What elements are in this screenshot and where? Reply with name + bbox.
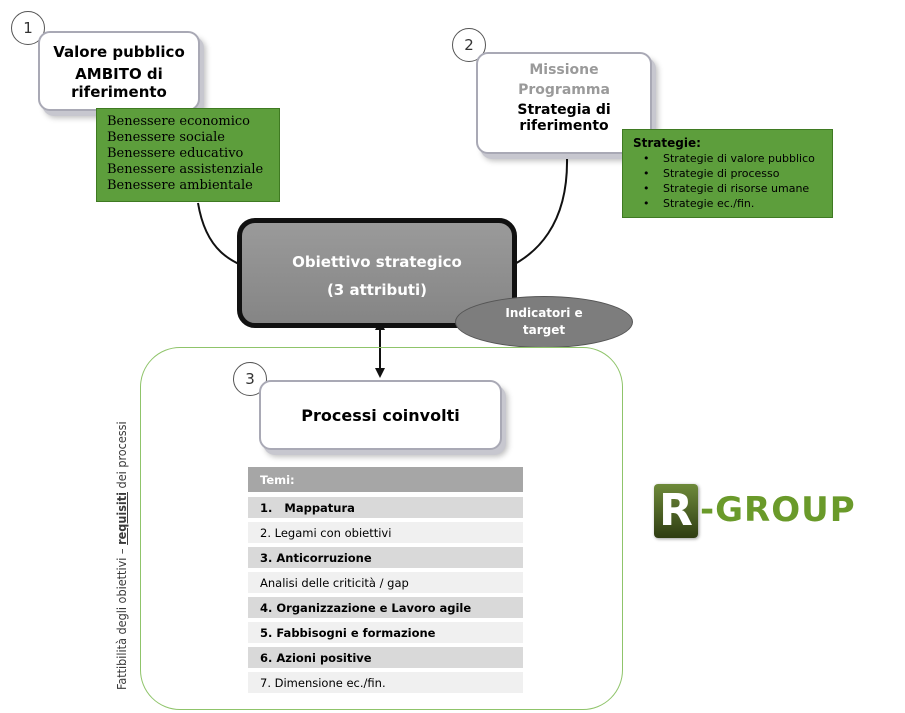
program-label: Programma bbox=[518, 82, 610, 98]
feasibility-label-after: dei processi bbox=[114, 421, 129, 493]
indicators-line1: Indicatori e bbox=[505, 306, 583, 320]
wellbeing-list-box: Benessere economico Benessere sociale Be… bbox=[96, 108, 280, 202]
processes-title: Processi coinvolti bbox=[301, 405, 460, 425]
table-row: 3. Anticorruzione bbox=[248, 547, 523, 570]
table-row: 4. Organizzazione e Lavoro agile bbox=[248, 597, 523, 620]
step-number-3: 3 bbox=[233, 362, 267, 396]
objective-line1: Obiettivo strategico bbox=[292, 253, 462, 271]
topic-label: Analisi delle criticità / gap bbox=[260, 575, 409, 590]
feasibility-label-emph: requisiti bbox=[114, 492, 129, 545]
table-row: 5. Fabbisogni e formazione bbox=[248, 622, 523, 645]
logo-text: -GROUP bbox=[700, 490, 856, 530]
topic-label: 4. Organizzazione e Lavoro agile bbox=[260, 600, 472, 615]
table-row: 2. Legami con obiettivi bbox=[248, 522, 523, 545]
strategy-item: Strategie di valore pubblico bbox=[643, 151, 826, 166]
indicators-line2: target bbox=[522, 323, 566, 337]
table-row: 7. Dimensione ec./fin. bbox=[248, 672, 523, 695]
mission-label: Missione bbox=[529, 62, 599, 78]
topic-label: 1. Mappatura bbox=[260, 500, 355, 515]
topic-label: 3. Anticorruzione bbox=[260, 550, 372, 565]
table-row: 6. Azioni positive bbox=[248, 647, 523, 670]
wellbeing-item: Benessere economico bbox=[107, 114, 250, 129]
topics-table: Temi: 1. Mappatura 2. Legami con obietti… bbox=[248, 467, 523, 698]
table-row: 1. Mappatura bbox=[248, 497, 523, 520]
strategies-box: Strategie: Strategie di valore pubblico … bbox=[622, 129, 833, 218]
r-group-logo: R -GROUP bbox=[650, 482, 880, 540]
strategy-title-line2: riferimento bbox=[519, 118, 609, 134]
feasibility-label-before: Fattibilità degli obiettivi – bbox=[114, 544, 129, 690]
topics-heading: Temi: bbox=[260, 472, 295, 487]
wellbeing-item: Benessere ambientale bbox=[107, 178, 253, 193]
processes-card: Processi coinvolti bbox=[259, 380, 502, 450]
topics-header: Temi: bbox=[248, 467, 523, 494]
topic-label: 2. Legami con obiettivi bbox=[260, 525, 392, 540]
step-number-2: 2 bbox=[452, 28, 486, 62]
strategy-title-line1: Strategia di bbox=[517, 102, 611, 118]
logo-r-badge: R bbox=[654, 484, 698, 538]
scope-label-line1: AMBITO di bbox=[75, 65, 163, 83]
process-feasibility-frame bbox=[140, 347, 623, 710]
topic-label: 7. Dimensione ec./fin. bbox=[260, 675, 386, 690]
topic-label: 5. Fabbisogni e formazione bbox=[260, 625, 436, 640]
objective-line2: (3 attributi) bbox=[326, 281, 428, 299]
wellbeing-item: Benessere sociale bbox=[107, 130, 225, 145]
table-row: Analisi delle criticità / gap bbox=[248, 572, 523, 595]
feasibility-vertical-label: Fattibilità degli obiettivi – requisiti … bbox=[114, 421, 129, 690]
public-value-card: Valore pubblico AMBITO di riferimento bbox=[38, 31, 200, 111]
wellbeing-item: Benessere assistenziale bbox=[107, 162, 264, 177]
strategies-heading: Strategie: bbox=[633, 136, 701, 150]
topic-label: 6. Azioni positive bbox=[260, 650, 372, 665]
strategy-item: Strategie ec./fin. bbox=[643, 196, 826, 211]
logo-letter: R bbox=[659, 485, 693, 536]
scope-label-line2: riferimento bbox=[71, 83, 167, 101]
indicators-target-ellipse: Indicatori e target bbox=[455, 296, 633, 348]
strategy-item: Strategie di processo bbox=[643, 166, 826, 181]
strategy-card: Missione Programma Strategia di riferime… bbox=[476, 52, 652, 154]
strategy-item: Strategie di risorse umane bbox=[643, 181, 826, 196]
public-value-title: Valore pubblico bbox=[53, 43, 185, 61]
wellbeing-item: Benessere educativo bbox=[107, 146, 244, 161]
